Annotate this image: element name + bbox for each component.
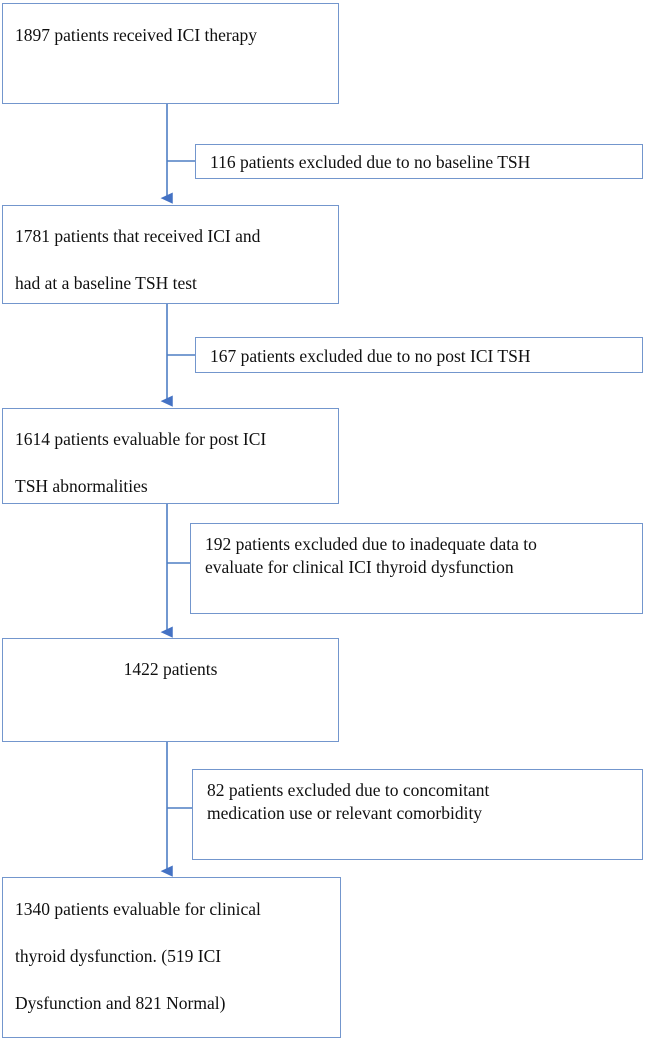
- node-1897-patients[interactable]: 1897 patients received ICI therapy: [2, 3, 339, 104]
- connector-n2-to-n3: [160, 304, 195, 407]
- node-1422-patients[interactable]: 1422 patients: [2, 638, 339, 742]
- connector-n1-to-n2: [160, 104, 195, 204]
- node-1614-patients[interactable]: 1614 patients evaluable for post ICI TSH…: [2, 408, 339, 504]
- exclusion-192-patients[interactable]: 192 patients excluded due to inadequate …: [190, 523, 643, 614]
- node-1614-patients-label: 1614 patients evaluable for post ICI TSH…: [15, 429, 267, 496]
- node-1781-patients-label: 1781 patients that received ICI and had …: [15, 226, 261, 293]
- exclusion-192-patients-label: 192 patients excluded due to inadequate …: [205, 534, 537, 577]
- node-1781-patients[interactable]: 1781 patients that received ICI and had …: [2, 205, 339, 304]
- connector-n4-to-n5: [160, 742, 192, 877]
- node-1340-patients[interactable]: 1340 patients evaluable for clinical thy…: [2, 877, 341, 1038]
- exclusion-167-patients-label: 167 patients excluded due to no post ICI…: [210, 346, 531, 366]
- node-1340-patients-label: 1340 patients evaluable for clinical thy…: [15, 899, 261, 1013]
- exclusion-82-patients-label: 82 patients excluded due to concomitant …: [207, 780, 490, 823]
- exclusion-116-patients[interactable]: 116 patients excluded due to no baseline…: [195, 144, 643, 179]
- connector-n3-to-n4: [160, 504, 190, 638]
- node-1897-patients-label: 1897 patients received ICI therapy: [15, 25, 257, 45]
- exclusion-116-patients-label: 116 patients excluded due to no baseline…: [210, 152, 531, 172]
- exclusion-167-patients[interactable]: 167 patients excluded due to no post ICI…: [195, 337, 643, 373]
- node-1422-patients-label: 1422 patients: [123, 659, 218, 679]
- exclusion-82-patients[interactable]: 82 patients excluded due to concomitant …: [192, 769, 643, 860]
